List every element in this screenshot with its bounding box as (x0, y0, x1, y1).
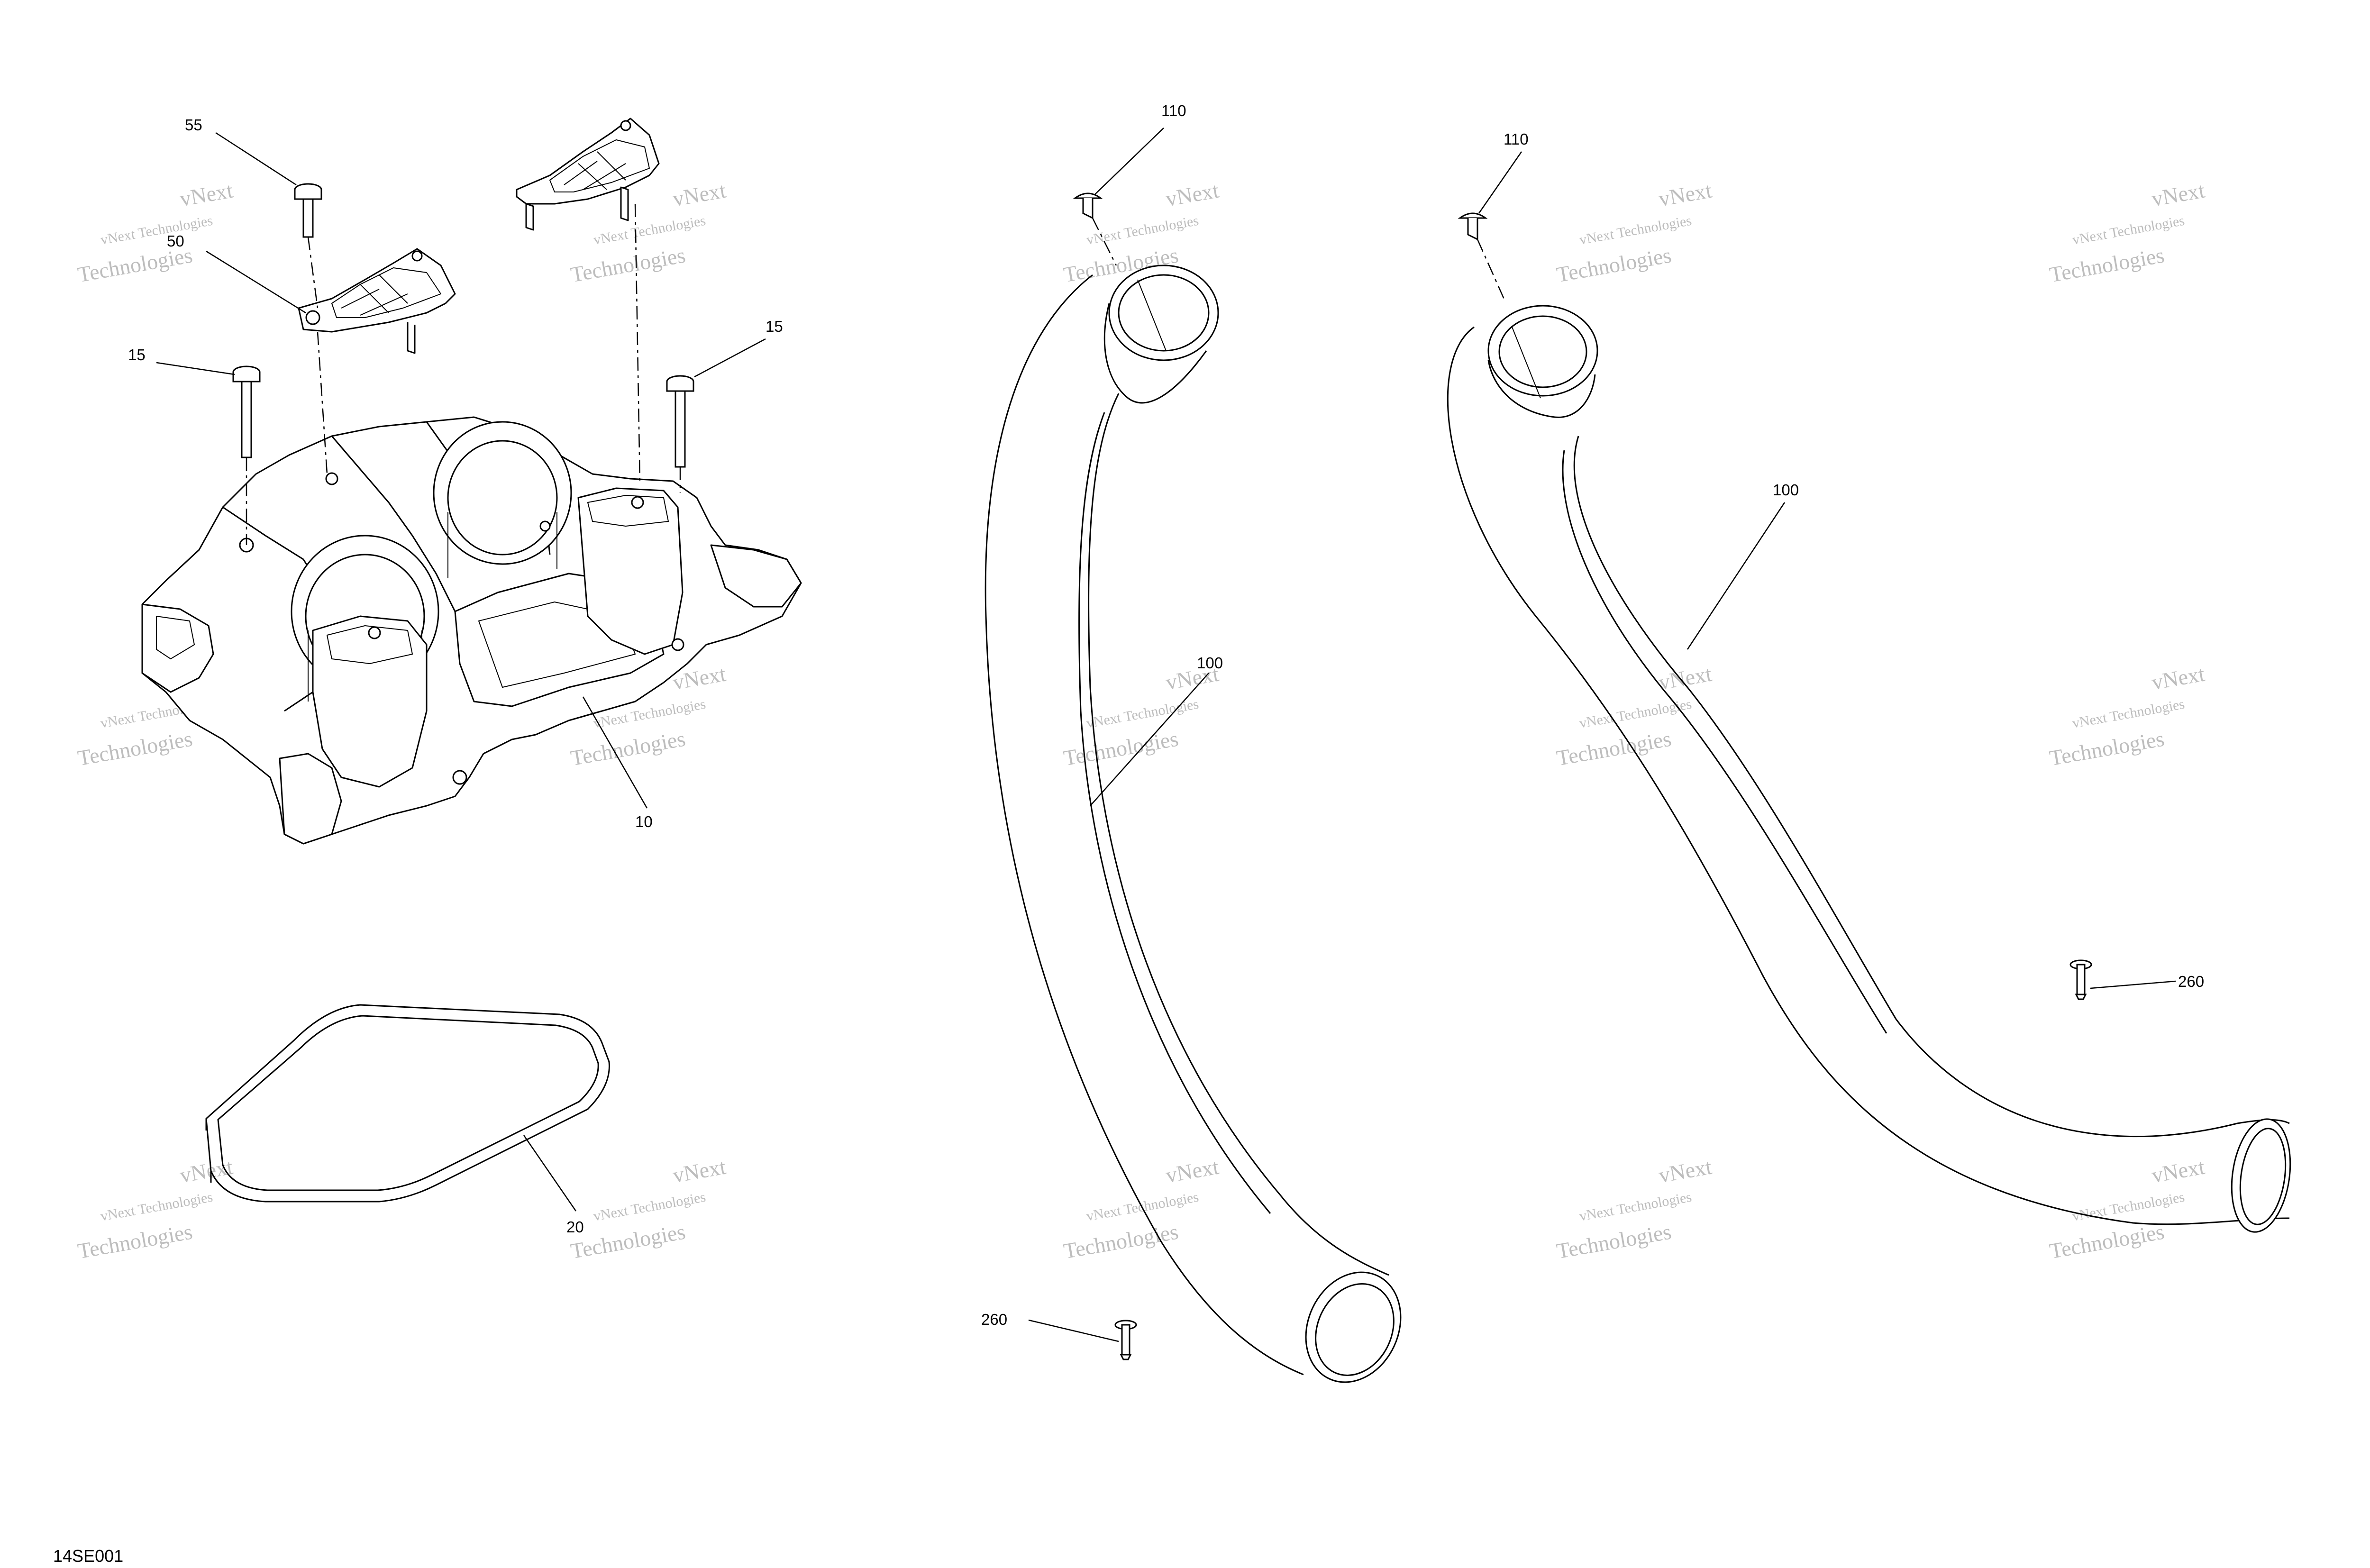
callout-55: 55 (185, 116, 202, 134)
callout-50: 50 (167, 232, 184, 250)
leader-110-right (1478, 151, 1522, 214)
watermark-line2: vNext (2150, 661, 2206, 694)
watermark-line3: Technologies (1555, 726, 1673, 770)
watermark-line2: vNext (178, 178, 235, 211)
leader-15-right (694, 338, 766, 378)
watermark-line2: vNext (2150, 1154, 2206, 1187)
watermark-line2: vNext (1657, 178, 1714, 211)
callout-15-right: 15 (766, 318, 783, 335)
screw-part-260-right (2069, 959, 2092, 1000)
watermark-line3: Technologies (2048, 726, 2166, 770)
watermark-line3: Technologies (1062, 1219, 1180, 1263)
watermark-line2: vNext (671, 1154, 728, 1187)
leader-260-right (2090, 980, 2176, 989)
callout-15-left: 15 (128, 346, 146, 364)
watermark-line3: Technologies (569, 1219, 687, 1263)
watermark-line3: Technologies (76, 1219, 194, 1263)
watermark-line1: vNext Technologies (1578, 696, 1693, 731)
leader-20 (523, 1135, 577, 1212)
watermark-line1: vNext Technologies (1578, 1189, 1693, 1224)
watermark-line1: vNext Technologies (2071, 213, 2186, 248)
callout-20: 20 (566, 1218, 584, 1236)
leader-260-left (1028, 1319, 1119, 1342)
callout-10: 10 (635, 813, 653, 830)
watermark-line3: Technologies (1555, 243, 1673, 287)
watermark-line2: vNext (2150, 178, 2206, 211)
callout-100-left: 100 (1197, 654, 1223, 672)
leader-110-left (1094, 128, 1164, 195)
watermark-line2: vNext (1164, 1154, 1221, 1187)
watermark-line2: vNext (1657, 1154, 1714, 1187)
bracket-part-50-right (516, 118, 660, 231)
assembly-lines (246, 203, 1506, 545)
watermark-line3: Technologies (1062, 726, 1180, 770)
leader-10 (582, 696, 648, 809)
watermark-line3: Technologies (569, 726, 687, 770)
screw-part-55 (294, 183, 322, 238)
watermark-line3: Technologies (76, 726, 194, 770)
airbox-part-10 (141, 416, 802, 845)
leader-100-left (1090, 673, 1209, 806)
callout-100-right: 100 (1773, 481, 1799, 499)
callout-260-left: 260 (981, 1311, 1007, 1328)
watermark-line2: vNext (671, 178, 728, 211)
watermark-line1: vNext Technologies (2071, 696, 2186, 731)
callout-110-left: 110 (1161, 102, 1186, 119)
screw-part-15-left (232, 365, 261, 458)
leader-lines (156, 128, 2176, 1342)
watermark-line1: vNext Technologies (1085, 1189, 1200, 1224)
leader-50 (206, 250, 306, 314)
watermark-line3: Technologies (2048, 1219, 2166, 1263)
hose-part-100-left (984, 264, 1402, 1383)
clip-part-110-left (1073, 192, 1103, 219)
callout-labels: 55 50 15 15 10 20 110 110 100 100 260 26… (128, 102, 2204, 1328)
leader-15-left (156, 362, 235, 375)
bracket-part-50-left (298, 248, 456, 354)
watermark-line3: Technologies (1555, 1219, 1673, 1263)
watermark-line1: vNext Technologies (592, 213, 707, 248)
watermark-line3: Technologies (569, 243, 687, 287)
callout-110-right: 110 (1504, 130, 1529, 148)
screw-part-260-left (1114, 1320, 1137, 1360)
gasket-part-20 (205, 1004, 610, 1203)
watermark-line2: vNext (1657, 661, 1714, 694)
hose-part-100-right (1447, 305, 2291, 1233)
watermark-line1: vNext Technologies (1085, 213, 1200, 248)
watermark-line1: vNext Technologies (100, 1189, 214, 1224)
watermark-line1: vNext Technologies (592, 1189, 707, 1224)
watermark-line1: vNext Technologies (2071, 1189, 2186, 1224)
watermark-line2: vNext (1164, 178, 1221, 211)
watermark-line3: Technologies (2048, 243, 2166, 287)
clip-part-110-right (1458, 212, 1488, 241)
diagram-code: 14SE001 (53, 1546, 124, 1566)
watermark-line1: vNext Technologies (1578, 213, 1693, 248)
leader-100-right (1686, 502, 1786, 650)
leader-55 (215, 132, 297, 186)
watermark-line1: vNext Technologies (100, 213, 214, 248)
screw-part-15-right (666, 375, 694, 468)
callout-260-right: 260 (2178, 973, 2204, 990)
